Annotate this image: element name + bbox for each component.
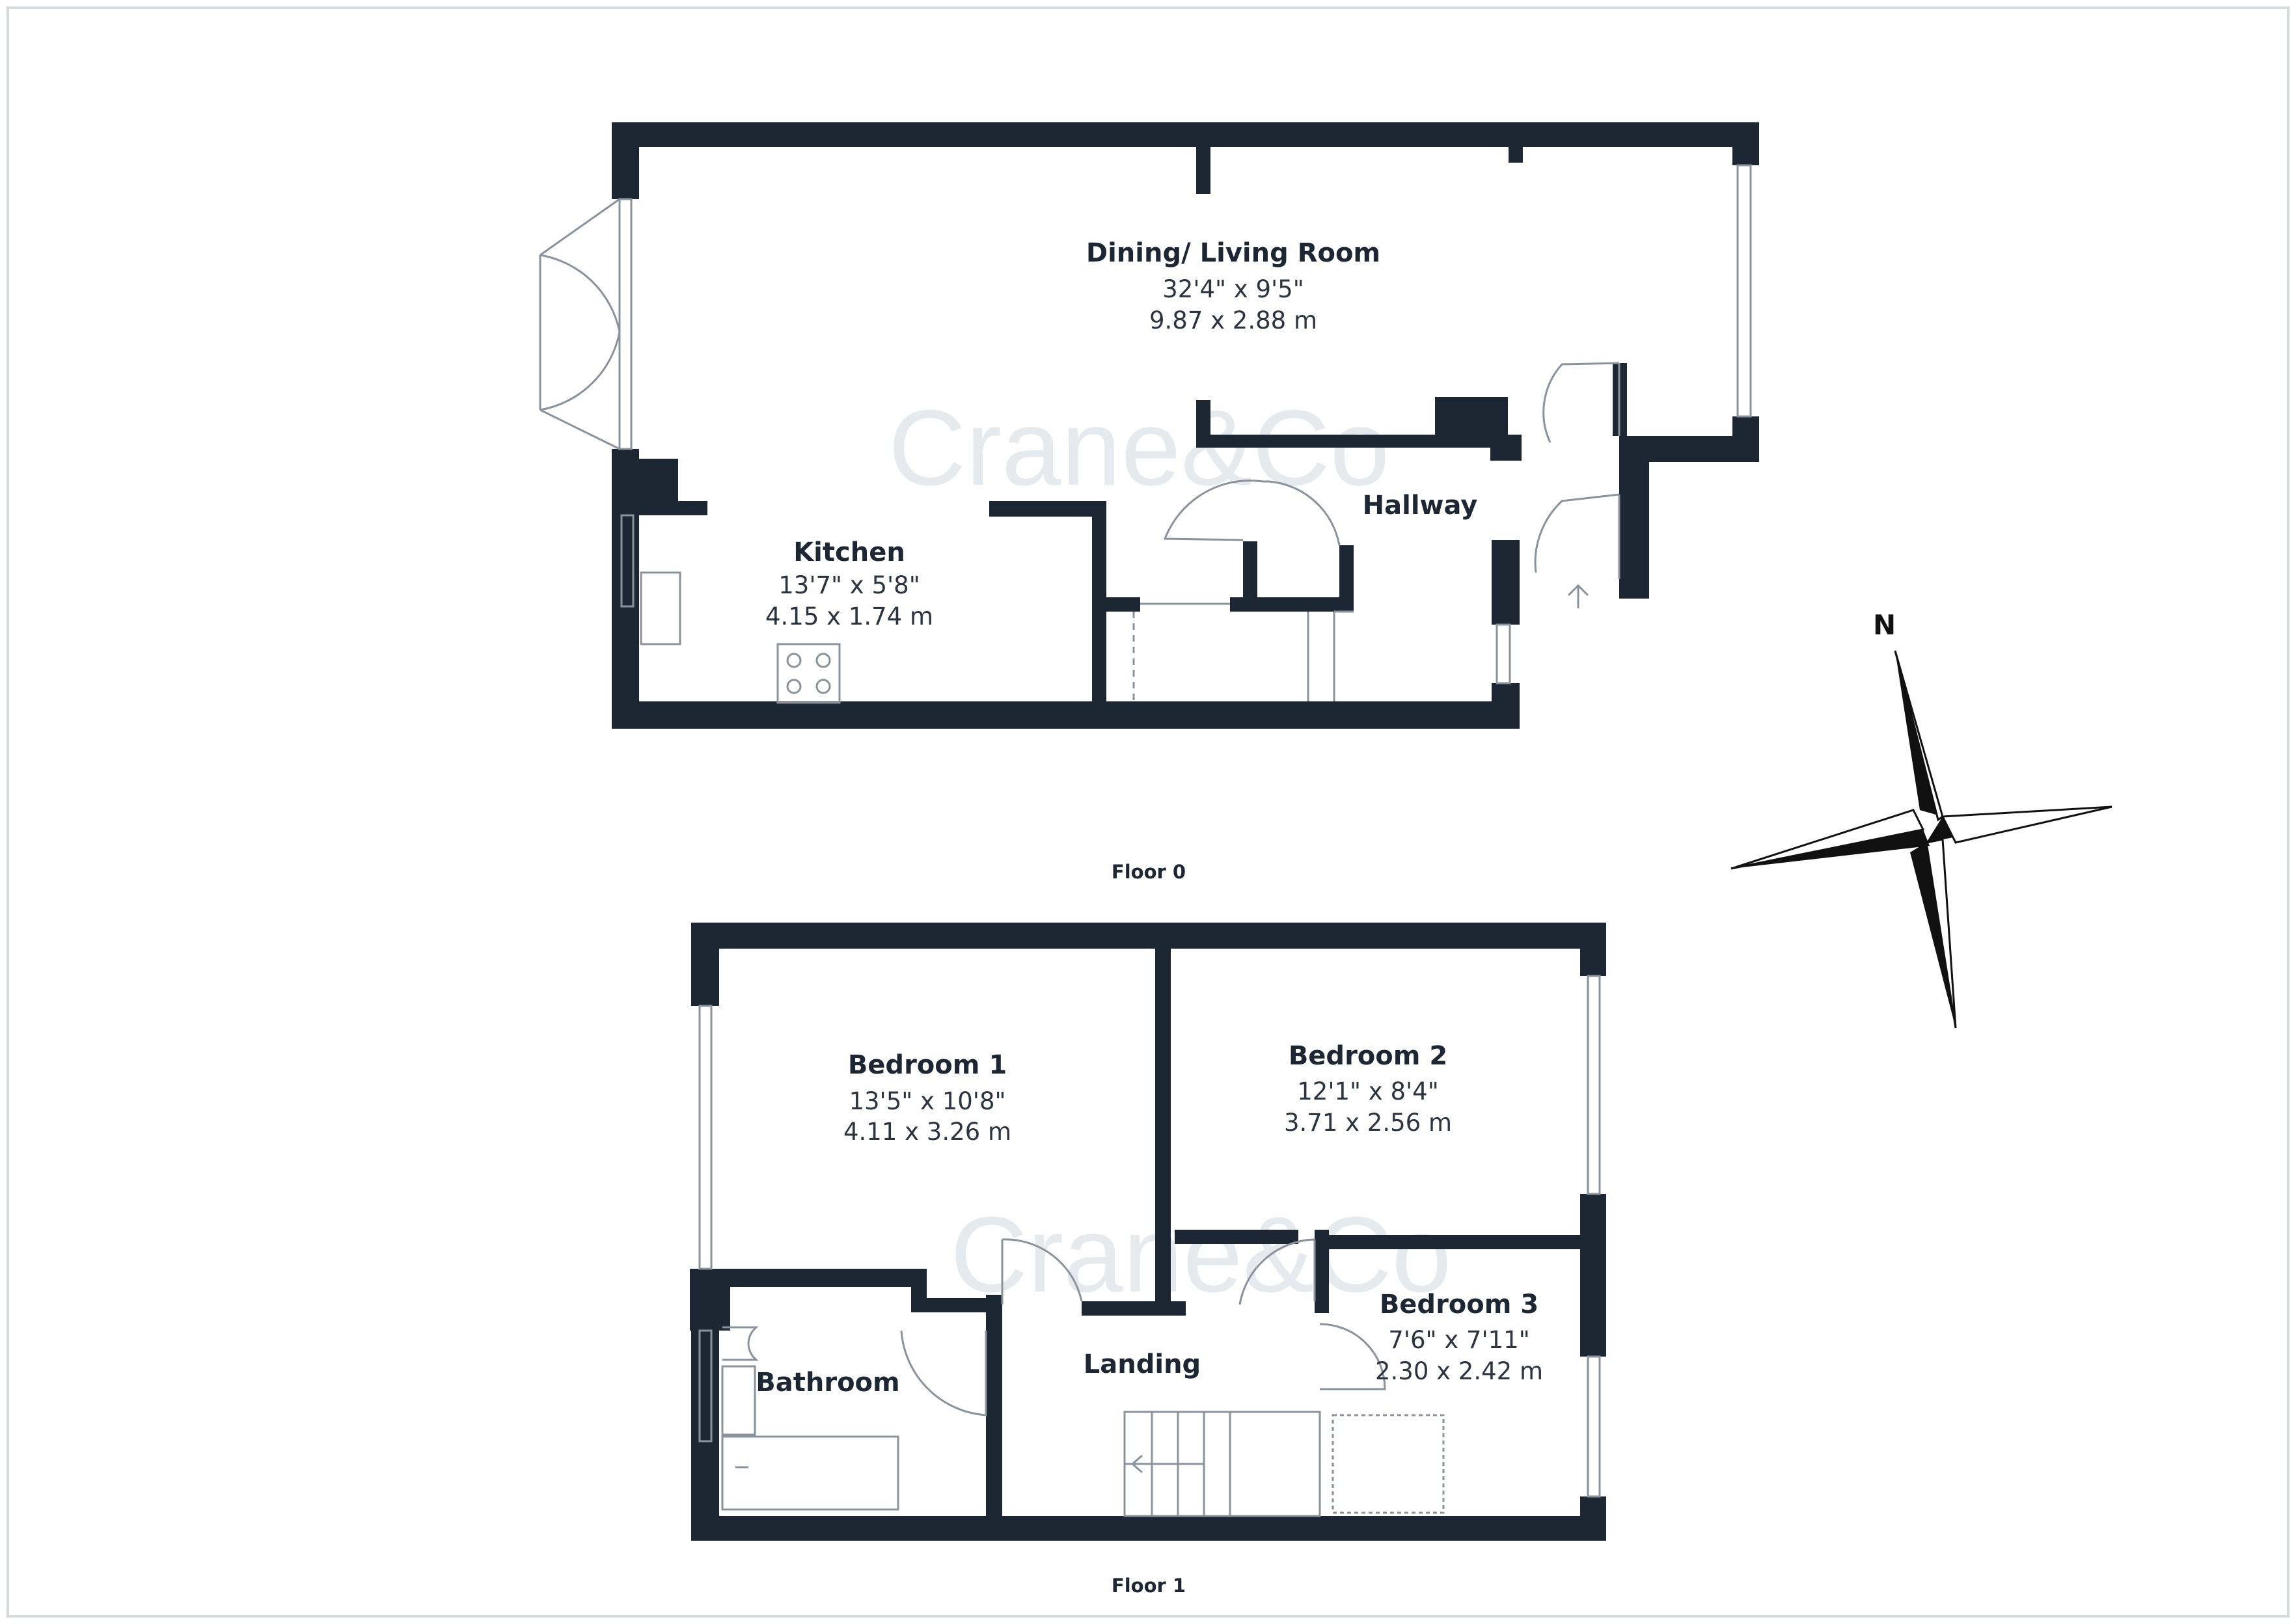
wardrobe bbox=[1332, 1414, 1445, 1514]
french-door-bottom bbox=[540, 331, 621, 450]
floor-1-details bbox=[698, 975, 1601, 1517]
hob bbox=[776, 643, 841, 704]
wall bbox=[1580, 1496, 1606, 1541]
door bbox=[1263, 480, 1341, 546]
wall bbox=[911, 1298, 1002, 1312]
window bbox=[1587, 975, 1601, 1195]
room-dim-metric-bedroom-1: 4.11 x 3.26 m bbox=[843, 1118, 1011, 1146]
sink bbox=[640, 571, 681, 645]
basin bbox=[721, 1365, 756, 1436]
floor-label-1: Floor 1 bbox=[1112, 1575, 1186, 1597]
bath bbox=[721, 1435, 899, 1511]
room-dim-metric-bedroom-3: 2.30 x 2.42 m bbox=[1375, 1357, 1543, 1385]
wall bbox=[612, 449, 639, 729]
room-name-hallway: Hallway bbox=[1363, 491, 1478, 521]
window bbox=[1736, 164, 1752, 418]
compass-south-point bbox=[1910, 843, 1956, 1028]
window bbox=[698, 1329, 713, 1442]
wall bbox=[1509, 147, 1523, 163]
wall bbox=[1320, 1235, 1580, 1249]
wall bbox=[1580, 923, 1606, 976]
wall bbox=[1619, 436, 1649, 599]
room-name-bathroom: Bathroom bbox=[756, 1368, 899, 1398]
wall bbox=[690, 1269, 730, 1331]
room-dim-imperial-bedroom-3: 7'6" x 7'11" bbox=[1388, 1326, 1530, 1354]
front-door bbox=[1534, 493, 1620, 573]
wall bbox=[1155, 949, 1171, 1306]
watermark-floor-1: Crane&Co bbox=[950, 1195, 1451, 1314]
wall bbox=[1732, 122, 1759, 165]
wall bbox=[1175, 1230, 1298, 1244]
floor-label-0: Floor 0 bbox=[1112, 861, 1186, 883]
wall bbox=[1092, 501, 1106, 703]
window bbox=[620, 514, 635, 608]
wall bbox=[1580, 1194, 1606, 1357]
window bbox=[618, 198, 633, 450]
room-dim-imperial-kitchen: 13'7" x 5'8" bbox=[778, 571, 920, 599]
wall bbox=[1490, 442, 1522, 461]
window bbox=[698, 1005, 713, 1270]
toilet bbox=[722, 1326, 759, 1361]
window bbox=[1587, 1355, 1601, 1498]
room-name-bedroom-3: Bedroom 3 bbox=[1380, 1290, 1538, 1320]
wall bbox=[691, 1516, 1606, 1541]
wall bbox=[1243, 541, 1257, 612]
wall bbox=[1339, 545, 1354, 600]
room-dim-imperial-bedroom-2: 12'1" x 8'4" bbox=[1297, 1077, 1439, 1105]
room-name-dining-living: Dining/ Living Room bbox=[1086, 238, 1380, 268]
wall bbox=[612, 701, 1520, 729]
room-dim-imperial-bedroom-1: 13'5" x 10'8" bbox=[849, 1087, 1005, 1115]
french-door-top bbox=[540, 198, 621, 332]
floor-0-plan bbox=[612, 122, 1759, 729]
room-name-bedroom-2: Bedroom 2 bbox=[1289, 1041, 1447, 1071]
window bbox=[1496, 623, 1511, 684]
compass-rose: N bbox=[1730, 609, 2112, 1029]
wall bbox=[612, 122, 639, 199]
wall bbox=[1302, 597, 1354, 612]
room-name-landing: Landing bbox=[1084, 1349, 1201, 1379]
floor-1-plan bbox=[690, 923, 1606, 1541]
wall bbox=[612, 122, 1759, 147]
wall bbox=[1082, 1301, 1186, 1316]
floor-0-details bbox=[539, 164, 1752, 704]
entrance-arrow bbox=[1567, 584, 1589, 608]
page-border bbox=[7, 7, 2289, 1617]
wall bbox=[691, 923, 1606, 949]
chimney-breast bbox=[1435, 397, 1508, 442]
wall bbox=[639, 459, 678, 503]
wall bbox=[1492, 683, 1520, 729]
stairs-arrow bbox=[1130, 1454, 1171, 1474]
door bbox=[900, 1330, 987, 1416]
room-name-bedroom-1: Bedroom 1 bbox=[848, 1050, 1007, 1080]
door bbox=[1238, 1238, 1316, 1305]
room-dim-metric-dining-living: 9.87 x 2.88 m bbox=[1149, 306, 1317, 334]
wall bbox=[1196, 147, 1210, 194]
room-dim-metric-kitchen: 4.15 x 1.74 m bbox=[765, 602, 933, 630]
door bbox=[1542, 362, 1620, 443]
compass-north-letter: N bbox=[1873, 609, 1896, 641]
door bbox=[1163, 480, 1263, 541]
wall bbox=[989, 501, 1106, 517]
door bbox=[1319, 1323, 1386, 1390]
room-dim-imperial-dining-living: 32'4" x 9'5" bbox=[1162, 275, 1304, 303]
door bbox=[1001, 1238, 1083, 1305]
room-name-kitchen: Kitchen bbox=[793, 537, 905, 567]
wall bbox=[1106, 597, 1140, 612]
wall bbox=[986, 1295, 1002, 1516]
room-dim-metric-bedroom-2: 3.71 x 2.56 m bbox=[1284, 1109, 1452, 1137]
wall bbox=[691, 923, 719, 1006]
wall bbox=[1315, 1230, 1329, 1313]
wall bbox=[1492, 540, 1520, 625]
wall bbox=[639, 501, 707, 515]
